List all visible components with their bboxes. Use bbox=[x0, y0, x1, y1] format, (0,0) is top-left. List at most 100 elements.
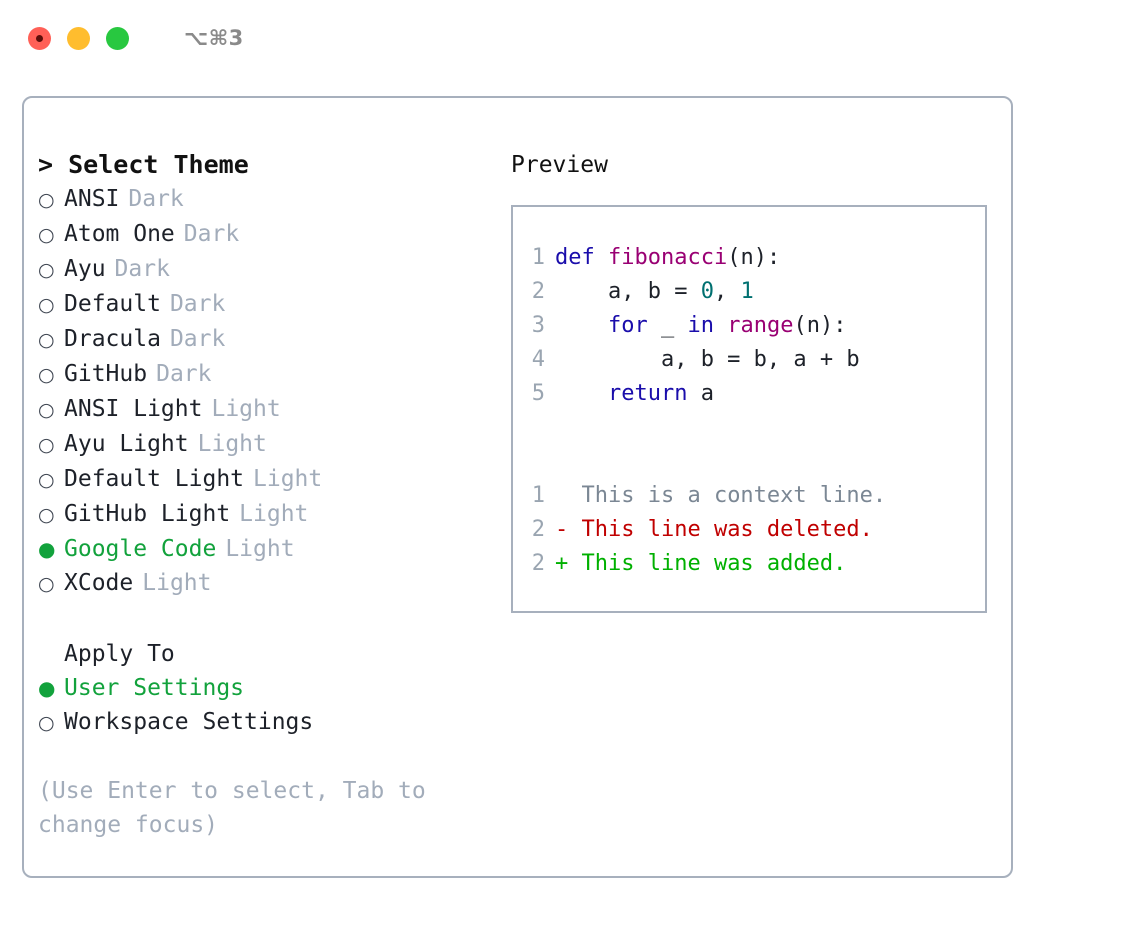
code-token-pl: a, b = bbox=[555, 279, 701, 304]
theme-option-tag: Light bbox=[211, 396, 281, 422]
radio-unselected-icon: ○ bbox=[38, 504, 55, 526]
code-line-number: 1 bbox=[531, 245, 545, 270]
radio-unselected-icon: ○ bbox=[38, 259, 55, 281]
theme-option-google-code[interactable]: ● Google Code Light bbox=[38, 532, 502, 566]
apply-to-option-workspace-settings[interactable]: ○ Workspace Settings bbox=[38, 705, 502, 740]
diff-line-text: This line was deleted. bbox=[568, 517, 873, 542]
diff-line-number: 1 bbox=[531, 483, 545, 508]
radio-unselected-icon: ○ bbox=[38, 364, 55, 386]
code-token-pl: a bbox=[687, 381, 714, 406]
hint-text: (Use Enter to select, Tab to change focu… bbox=[38, 778, 440, 838]
code-token-num: 0 bbox=[700, 279, 714, 304]
diff-line-add: 2+ This line was added. bbox=[513, 547, 985, 581]
theme-option-tag: Light bbox=[197, 431, 267, 457]
theme-option-label: XCode bbox=[64, 570, 134, 596]
theme-option-ayu-light[interactable]: ○ Ayu Light Light bbox=[38, 427, 502, 462]
theme-option-label: ANSI Light bbox=[64, 396, 203, 422]
maximize-button[interactable] bbox=[106, 26, 129, 50]
diff-line-number: 2 bbox=[531, 517, 545, 542]
radio-unselected-icon: ○ bbox=[38, 434, 55, 456]
theme-option-tag: Dark bbox=[156, 361, 212, 387]
window-titlebar: ⌥⌘3 bbox=[0, 0, 1140, 76]
code-token-kw: return bbox=[607, 381, 688, 406]
theme-option-label: Atom One bbox=[64, 221, 175, 247]
code-line: 3 for _ in range(n): bbox=[513, 309, 985, 343]
theme-option-atom-one[interactable]: ○ Atom One Dark bbox=[38, 217, 502, 252]
theme-option-tag: Light bbox=[239, 501, 309, 527]
code-line: 2 a, b = 0, 1 bbox=[513, 275, 985, 309]
theme-option-label: Ayu Light bbox=[64, 431, 189, 457]
preview-heading: Preview bbox=[511, 152, 608, 178]
code-line-number: 2 bbox=[531, 279, 545, 304]
apply-to-option-label: User Settings bbox=[64, 675, 245, 701]
close-button[interactable] bbox=[28, 26, 51, 50]
theme-option-label: Dracula bbox=[64, 326, 161, 352]
theme-option-tag: Dark bbox=[183, 221, 240, 247]
traffic-light-group bbox=[28, 26, 129, 50]
radio-unselected-icon: ○ bbox=[38, 189, 55, 211]
theme-option-github[interactable]: ○ GitHub Dark bbox=[38, 357, 502, 392]
code-line: 1 def fibonacci(n): bbox=[513, 241, 985, 275]
radio-unselected-icon: ○ bbox=[38, 399, 55, 421]
apply-to-list: ● User Settings ○ Workspace Settings bbox=[38, 671, 502, 740]
theme-option-tag: Light bbox=[253, 466, 323, 492]
radio-unselected-icon: ○ bbox=[38, 329, 55, 351]
diff-line-delete: 2- This line was deleted. bbox=[513, 513, 985, 547]
code-token-pl bbox=[555, 381, 608, 406]
code-token-kw: in bbox=[687, 313, 714, 338]
theme-option-label: GitHub bbox=[64, 361, 148, 387]
radio-selected-icon: ● bbox=[38, 676, 56, 700]
page-title: > Select Theme bbox=[38, 148, 502, 182]
theme-option-github-light[interactable]: ○ GitHub Light Light bbox=[38, 497, 502, 532]
theme-option-ansi-light[interactable]: ○ ANSI Light Light bbox=[38, 392, 502, 427]
radio-unselected-icon: ○ bbox=[38, 294, 55, 316]
code-line-text: def fibonacci(n): bbox=[555, 241, 780, 275]
apply-to-option-user-settings[interactable]: ● User Settings bbox=[38, 671, 502, 705]
code-token-pl: , bbox=[713, 279, 741, 304]
radio-selected-icon: ● bbox=[38, 537, 56, 561]
theme-option-tag: Light bbox=[225, 536, 295, 562]
theme-option-label: Google Code bbox=[64, 536, 217, 562]
code-token-fn: range bbox=[727, 313, 794, 338]
diff-marker: - bbox=[555, 517, 569, 542]
code-line-text: return a bbox=[555, 377, 714, 411]
code-token-pl bbox=[555, 313, 608, 338]
theme-option-tag: Light bbox=[142, 570, 212, 596]
minimize-button[interactable] bbox=[67, 26, 90, 50]
code-line-text: a, b = b, a + b bbox=[555, 343, 860, 377]
code-line-text: for _ in range(n): bbox=[555, 309, 846, 343]
radio-unselected-icon: ○ bbox=[38, 712, 55, 734]
code-token-pl: a, b = b, a + b bbox=[555, 347, 860, 372]
diff-line-context: 1 This is a context line. bbox=[513, 479, 985, 513]
code-blank-line bbox=[513, 445, 985, 479]
radio-unselected-icon: ○ bbox=[38, 224, 55, 246]
diff-marker bbox=[555, 479, 568, 513]
keyboard-shortcut-label: ⌥⌘3 bbox=[184, 26, 244, 50]
theme-option-label: GitHub Light bbox=[64, 501, 231, 527]
section-spacer bbox=[38, 601, 502, 637]
radio-unselected-icon: ○ bbox=[38, 469, 55, 491]
theme-option-tag: Dark bbox=[114, 256, 170, 282]
code-token-pl: (n): bbox=[793, 313, 847, 338]
code-line-number: 4 bbox=[531, 347, 545, 372]
code-line-number: 5 bbox=[531, 381, 545, 406]
prompt-caret-icon: > bbox=[38, 150, 54, 179]
code-token-pl bbox=[714, 313, 727, 338]
apply-to-option-label: Workspace Settings bbox=[64, 709, 314, 735]
code-token-fn: fibonacci bbox=[607, 245, 728, 270]
theme-option-label: Default bbox=[64, 291, 161, 317]
select-theme-label: Select Theme bbox=[68, 150, 249, 179]
code-blank-line bbox=[513, 411, 985, 445]
